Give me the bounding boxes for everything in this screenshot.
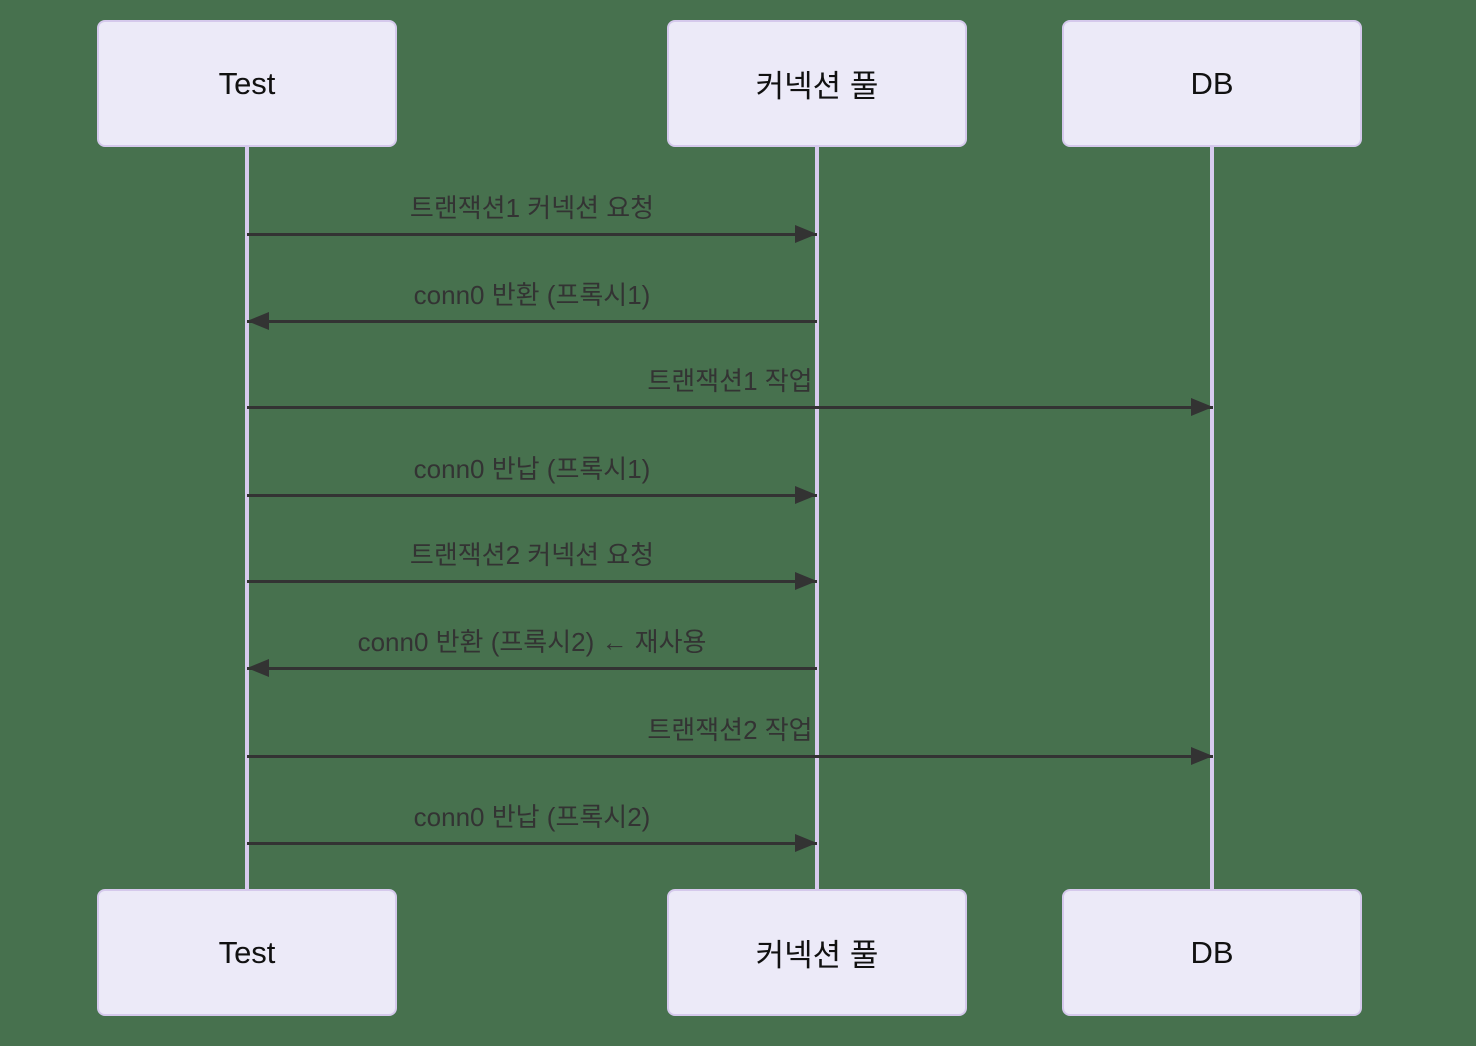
lifeline-db (1210, 147, 1214, 889)
message-arrow-line (247, 312, 817, 330)
message-label: 트랜잭션1 커넥션 요청 (409, 193, 655, 223)
message-label: conn0 반납 (프록시2) (413, 802, 651, 832)
message-arrow-line (247, 834, 817, 852)
arrowhead-right-icon (795, 225, 817, 243)
lifeline-connection-pool (815, 147, 819, 889)
message-conn0-return-proxy1: conn0 반환 (프록시1) (247, 279, 817, 330)
message-arrow-line (247, 659, 817, 677)
message-arrow-line (247, 572, 817, 590)
message-transaction1-connection-request: 트랜잭션1 커넥션 요청 (247, 192, 817, 243)
arrowhead-right-icon (795, 834, 817, 852)
actor-test-label: Test (218, 934, 276, 970)
message-label: conn0 반환 (프록시1) (413, 280, 651, 310)
actor-connection-pool-label: 커넥션 풀 (755, 938, 879, 973)
message-label: 트랜잭션1 작업 (647, 366, 813, 396)
actor-db-top: DB (1062, 20, 1362, 147)
arrowhead-right-icon (795, 486, 817, 504)
arrowhead-right-icon (1191, 747, 1213, 765)
arrowhead-left-icon (247, 312, 269, 330)
message-arrow-line (247, 225, 817, 243)
arrowhead-left-icon (247, 659, 269, 677)
message-conn0-giveback-proxy2: conn0 반납 (프록시2) (247, 801, 817, 852)
actor-connection-pool-bottom: 커넥션 풀 (667, 889, 967, 1016)
message-transaction2-connection-request: 트랜잭션2 커넥션 요청 (247, 539, 817, 590)
lifeline-test (245, 147, 249, 889)
actor-db-label: DB (1190, 65, 1234, 101)
actor-connection-pool-label: 커넥션 풀 (755, 69, 879, 104)
actor-test-label: Test (218, 65, 276, 101)
message-label: 트랜잭션2 작업 (647, 715, 813, 745)
actor-connection-pool-top: 커넥션 풀 (667, 20, 967, 147)
message-conn0-giveback-proxy1: conn0 반납 (프록시1) (247, 453, 817, 504)
message-arrow-line (247, 398, 1213, 416)
message-transaction2-work: 트랜잭션2 작업 (247, 714, 1213, 765)
arrowhead-right-icon (795, 572, 817, 590)
message-label: conn0 반납 (프록시1) (413, 454, 651, 484)
arrowhead-right-icon (1191, 398, 1213, 416)
message-label: 트랜잭션2 커넥션 요청 (409, 540, 655, 570)
message-transaction1-work: 트랜잭션1 작업 (247, 365, 1213, 416)
actor-test-top: Test (97, 20, 397, 147)
actor-db-bottom: DB (1062, 889, 1362, 1016)
message-arrow-line (247, 747, 1213, 765)
message-label: conn0 반환 (프록시2) ← 재사용 (357, 627, 707, 657)
message-conn0-return-proxy2-reuse: conn0 반환 (프록시2) ← 재사용 (247, 626, 817, 677)
actor-db-label: DB (1190, 934, 1234, 970)
actor-test-bottom: Test (97, 889, 397, 1016)
message-arrow-line (247, 486, 817, 504)
